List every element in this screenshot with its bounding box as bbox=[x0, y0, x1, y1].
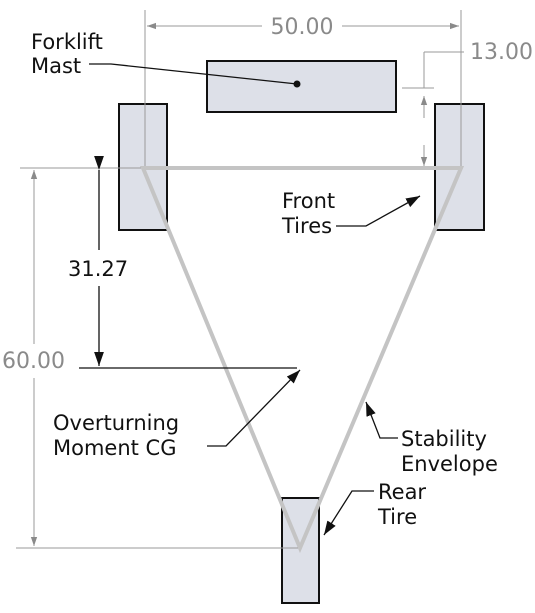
mast-label-line1: Forklift bbox=[31, 30, 103, 54]
dimension-height-label: 60.00 bbox=[2, 349, 65, 374]
envelope-label-line2: Envelope bbox=[401, 452, 498, 476]
rear-label-line1: Rear bbox=[378, 480, 426, 504]
label-overturning-cg: Overturning Moment CG bbox=[53, 369, 301, 460]
label-front-tires: Front Tires bbox=[281, 189, 421, 238]
dimension-cg-distance: 31.27 bbox=[68, 156, 297, 369]
dimension-offset-label: 13.00 bbox=[470, 40, 533, 65]
label-rear-tire: Rear Tire bbox=[323, 480, 426, 536]
rear-label-line2: Tire bbox=[377, 505, 417, 529]
dimension-width-top: 50.00 bbox=[144, 10, 462, 166]
dimension-height-left: 60.00 bbox=[2, 167, 298, 549]
dimension-width-label: 50.00 bbox=[271, 15, 334, 40]
front-label-line1: Front bbox=[282, 189, 335, 213]
cg-label-line2: Moment CG bbox=[53, 436, 177, 460]
dimension-offset-right: 13.00 bbox=[402, 40, 533, 166]
mast-label-line2: Mast bbox=[31, 54, 81, 78]
dimension-cg-label: 31.27 bbox=[68, 257, 128, 281]
envelope-label-line1: Stability bbox=[401, 427, 487, 451]
stability-envelope-triangle bbox=[140, 166, 465, 554]
forklift-mast bbox=[206, 60, 397, 113]
label-forklift-mast: Forklift Mast bbox=[31, 30, 298, 85]
cg-label-line1: Overturning bbox=[53, 411, 179, 435]
front-label-line2: Tires bbox=[281, 214, 332, 238]
label-stability-envelope: Stability Envelope bbox=[365, 401, 498, 476]
